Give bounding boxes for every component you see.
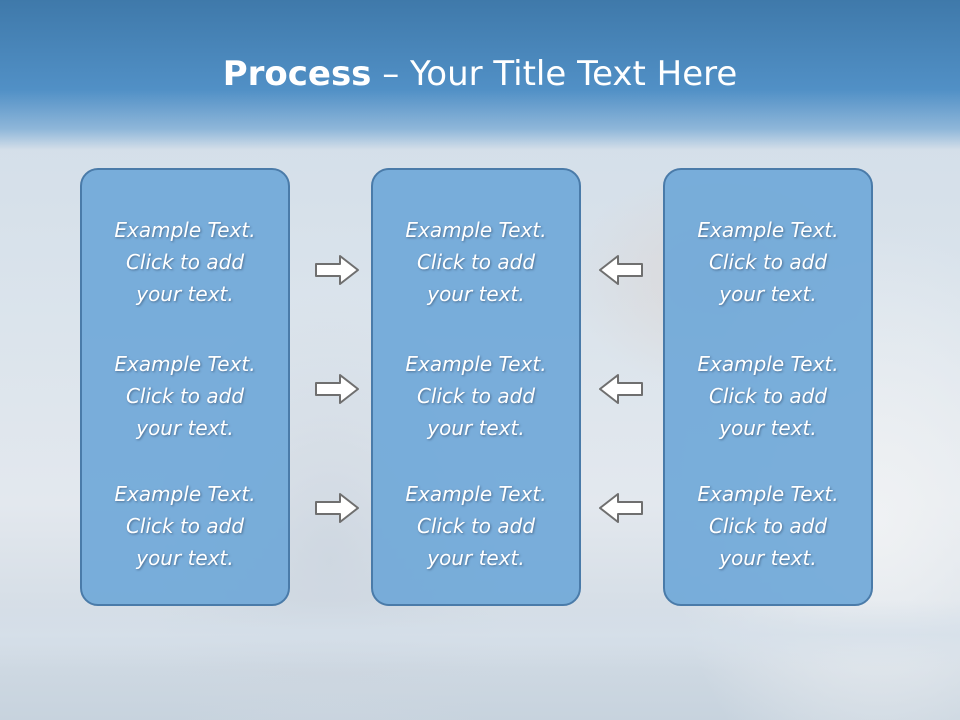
text-item[interactable]: Example Text. Click to add your text. [697,218,839,306]
text-item[interactable]: Example Text. Click to add your text. [114,352,256,440]
title-bold: Process [222,54,372,94]
arrow-right-icon [315,255,359,285]
text-item[interactable]: Example Text. Click to add your text. [114,218,256,306]
text-item[interactable]: Example Text. Click to add your text. [697,352,839,440]
process-box-right[interactable]: Example Text. Click to add your text. Ex… [663,168,873,606]
arrow-left-icon [599,255,643,285]
background-band [0,600,960,670]
title-banner [0,0,960,150]
arrow-right-icon [315,493,359,523]
text-item[interactable]: Example Text. Click to add your text. [697,482,839,570]
text-item[interactable]: Example Text. Click to add your text. [114,482,256,570]
title-rest: – Your Title Text Here [371,54,738,94]
process-box-left[interactable]: Example Text. Click to add your text. Ex… [80,168,290,606]
text-item[interactable]: Example Text. Click to add your text. [405,218,547,306]
process-box-center[interactable]: Example Text. Click to add your text. Ex… [371,168,581,606]
arrow-right-icon [315,374,359,404]
arrow-left-icon [599,374,643,404]
text-item[interactable]: Example Text. Click to add your text. [405,352,547,440]
slide-title[interactable]: Process – Your Title Text Here [0,52,960,96]
text-item[interactable]: Example Text. Click to add your text. [405,482,547,570]
arrow-left-icon [599,493,643,523]
